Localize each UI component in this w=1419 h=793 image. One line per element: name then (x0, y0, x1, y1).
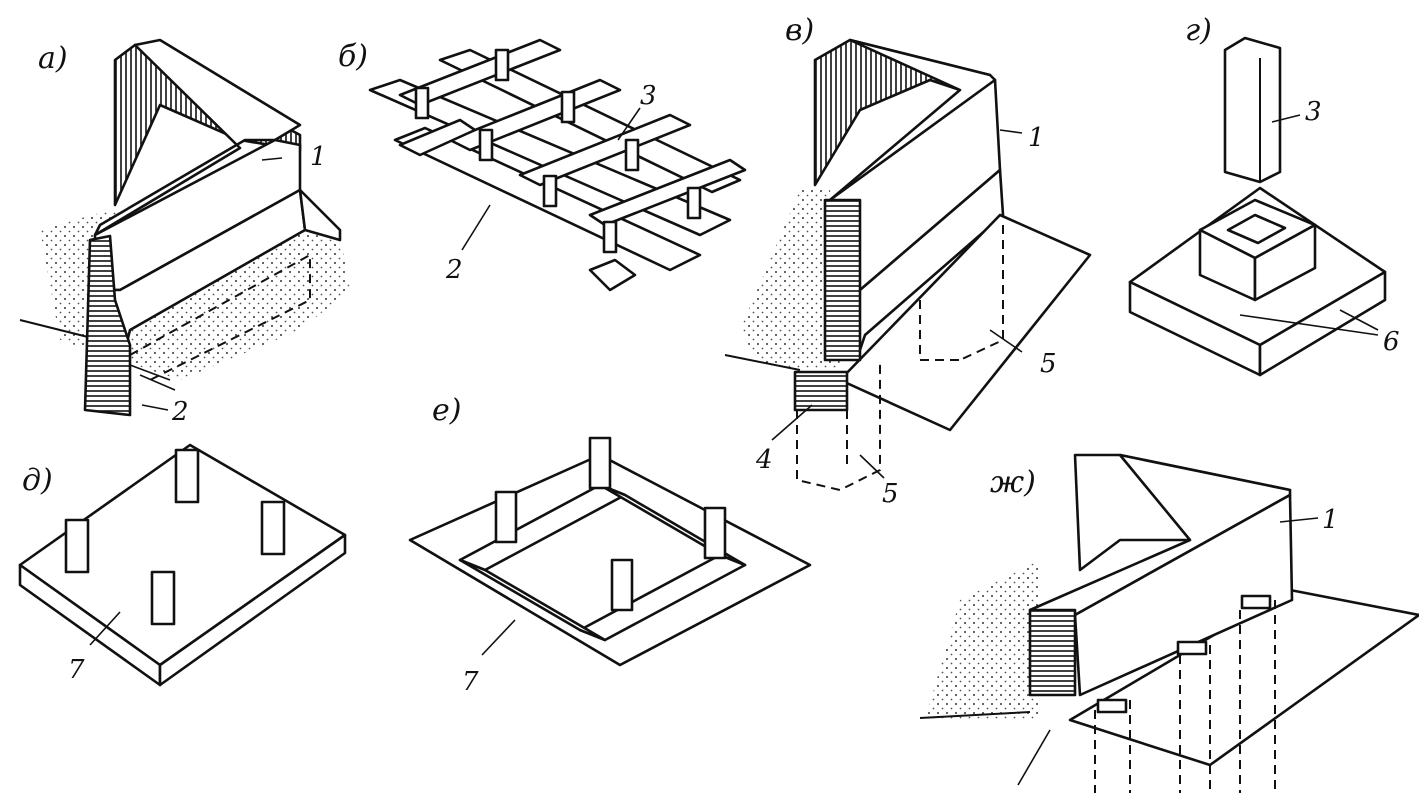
panel-a-wall-top (93, 38, 302, 237)
callout-e-7: 7 (462, 667, 479, 697)
panel-v-ground-block (793, 370, 849, 412)
callout-v-4: 4 (755, 445, 773, 475)
panel-g-column (1223, 36, 1282, 184)
panel-label-d: д) (22, 463, 53, 498)
panel-d-slab-columns (18, 443, 347, 687)
callout-g-3: 3 (1305, 97, 1322, 127)
callout-v-1: 1 (1028, 123, 1045, 153)
callout-zh-1: 1 (1322, 505, 1339, 535)
panel-g-base-right (1258, 270, 1387, 377)
panel-g-column-footing (1128, 36, 1387, 377)
panel-a-section-hatched (83, 234, 132, 417)
panel-e-columns (494, 436, 727, 612)
panel-label-zh: ж) (990, 465, 1036, 500)
callout-g-6: 6 (1383, 327, 1400, 357)
panel-e-ribbed-slab (408, 436, 812, 667)
panel-label-v: в) (785, 13, 814, 48)
panel-v-strip-columns (724, 38, 1092, 492)
panel-label-e: е) (432, 393, 461, 428)
callout-a-2: 2 (171, 397, 189, 427)
panel-a-footing-dashed (129, 253, 311, 381)
callout-v-5a: 5 (1040, 349, 1057, 379)
callout-d-7: 7 (68, 655, 85, 685)
panel-d-slab-right (158, 533, 347, 687)
panel-a-strip-foundation (19, 38, 350, 417)
panel-zh-section (1028, 608, 1077, 697)
callout-b-3: 3 (640, 81, 657, 111)
panel-label-b: б) (338, 39, 368, 74)
callout-a-1: 1 (310, 142, 327, 172)
panel-b-grid-foundation (368, 38, 747, 292)
panel-v-slab (838, 213, 1092, 432)
panel-v-section (823, 198, 862, 362)
callout-v-5b: 5 (882, 479, 899, 509)
panel-zh-soil-stipple (925, 560, 1040, 720)
panel-a-footing-right (298, 188, 342, 242)
callout-b-2: 2 (445, 255, 463, 285)
panel-label-a: а) (38, 41, 68, 76)
panel-zh-pile-foundation (919, 453, 1419, 793)
panel-b-columns (414, 48, 702, 254)
panel-d-columns (64, 448, 286, 626)
panel-label-g: г) (1185, 13, 1212, 48)
panel-v-soil-stipple (740, 190, 840, 370)
panel-zh-piles (1094, 594, 1276, 793)
panel-zh-wall-front (1073, 493, 1294, 697)
